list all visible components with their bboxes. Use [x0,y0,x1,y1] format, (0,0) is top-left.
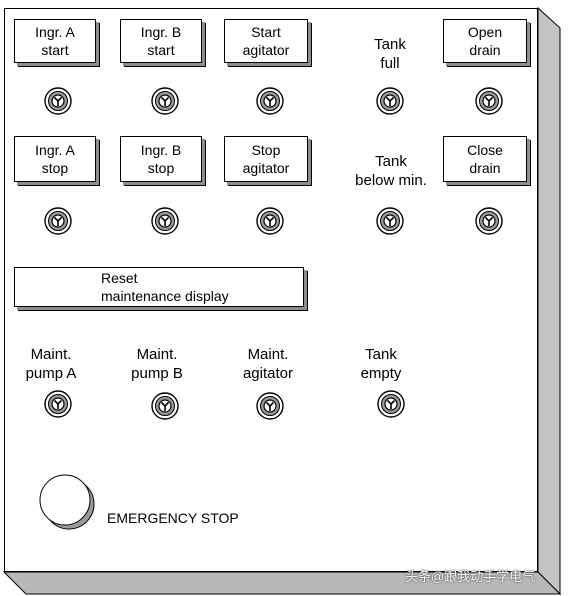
maint-pump-b-label: Maint. pump B [131,346,183,382]
open-drain-lamp [475,87,503,115]
indicator-lamp-icon [475,207,503,235]
stop-agitator-lamp [256,207,284,235]
ingr-a-start-lamp [44,87,72,115]
maint-pump-b-lamp [151,392,179,420]
ingr-a-start-button[interactable]: Ingr. A start [14,19,96,63]
start-agitator-lamp [256,87,284,115]
maint-pump-a-label: Maint. pump A [25,346,77,382]
indicator-lamp-icon [256,87,284,115]
ingr-b-start-lamp [151,87,179,115]
ingr-a-stop-button[interactable]: Ingr. A stop [14,136,96,182]
emergency-stop-label: EMERGENCY STOP [107,510,239,526]
close-drain-lamp [475,207,503,235]
emergency-stop-button-icon [39,474,95,530]
indicator-lamp-icon [44,207,72,235]
ingr-a-stop-label: Ingr. A stop [35,142,75,176]
maint-pump-a-lamp [44,390,72,418]
stop-agitator-button[interactable]: Stop agitator [224,136,308,182]
indicator-lamp-icon [256,207,284,235]
ingr-b-stop-lamp [151,207,179,235]
reset-maintenance-display-label: Reset maintenance display [101,270,229,304]
close-drain-button[interactable]: Close drain [443,136,527,182]
ingr-b-start-label: Ingr. B start [140,24,182,58]
ingr-a-stop-lamp [44,207,72,235]
ingr-b-stop-label: Ingr. B stop [140,142,182,176]
tank-full-label: Tank full [374,36,406,72]
reset-maintenance-display-button[interactable]: Reset maintenance display [14,267,304,307]
stop-agitator-label: Stop agitator [242,142,290,176]
indicator-lamp-icon [376,87,404,115]
tank-full-lamp [376,87,404,115]
indicator-lamp-icon [376,207,404,235]
indicator-lamp-icon [377,390,405,418]
tank-empty-lamp [377,390,405,418]
close-drain-label: Close drain [467,142,503,176]
tank-below-min-lamp [376,207,404,235]
indicator-lamp-icon [151,87,179,115]
indicator-lamp-icon [44,390,72,418]
indicator-lamp-icon [151,207,179,235]
tank-below-min-label: Tank below min. [355,153,427,189]
start-agitator-label: Start agitator [242,24,290,58]
ingr-a-start-label: Ingr. A start [35,24,75,58]
open-drain-button[interactable]: Open drain [443,19,527,63]
indicator-lamp-icon [256,392,284,420]
maint-agitator-label: Maint. agitator [242,346,294,382]
ingr-b-stop-button[interactable]: Ingr. B stop [120,136,202,182]
indicator-lamp-icon [151,392,179,420]
open-drain-label: Open drain [467,24,503,58]
ingr-b-start-button[interactable]: Ingr. B start [120,19,202,63]
panel-right-side [537,6,561,596]
emergency-stop-button[interactable] [38,474,96,530]
watermark-text: 头条@跟我动手学电气 [405,569,536,584]
indicator-lamp-icon [44,87,72,115]
start-agitator-button[interactable]: Start agitator [224,19,308,63]
tank-empty-label: Tank empty [360,346,402,382]
maint-agitator-lamp [256,392,284,420]
indicator-lamp-icon [475,87,503,115]
